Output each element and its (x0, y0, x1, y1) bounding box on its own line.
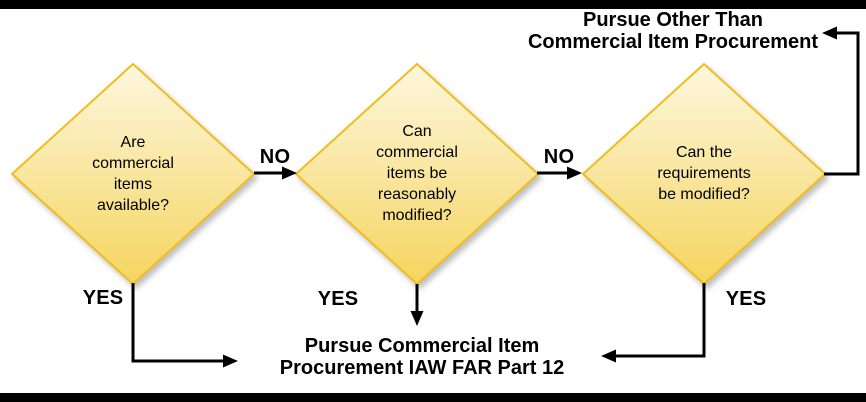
arrowhead-yes-1 (223, 354, 238, 368)
arrowhead-yes-2 (410, 311, 424, 326)
outcome-commercial-far-part-12: Pursue Commercial Item Procurement IAW F… (279, 335, 565, 379)
arrowhead-no-1 (282, 166, 297, 180)
connector-yes-3 (616, 283, 706, 358)
connector-no-3-to-other-than (824, 31, 860, 176)
edge-label-yes-1: YES (82, 287, 124, 309)
decision-text-requirements-modifiable: Can the requirements be modified? (657, 144, 751, 203)
edge-label-no-2: NO (543, 146, 575, 168)
edge-label-yes-3: YES (725, 288, 767, 310)
arrowhead-yes-3 (601, 349, 616, 363)
arrowhead-no-2 (567, 166, 582, 180)
arrowhead-other-than (822, 26, 837, 40)
outcome-other-than-commercial: Pursue Other Than Commercial Item Procur… (527, 9, 819, 53)
connector-yes-1 (131, 283, 223, 363)
edge-label-yes-2: YES (317, 288, 359, 310)
decision-text-items-available: Are commercial items available? (92, 134, 174, 214)
edge-label-no-1: NO (259, 146, 291, 168)
frame-border-top (0, 0, 866, 9)
frame-border-bottom (0, 393, 866, 402)
decision-text-items-modifiable: Can commercial items be reasonably modif… (376, 123, 458, 224)
